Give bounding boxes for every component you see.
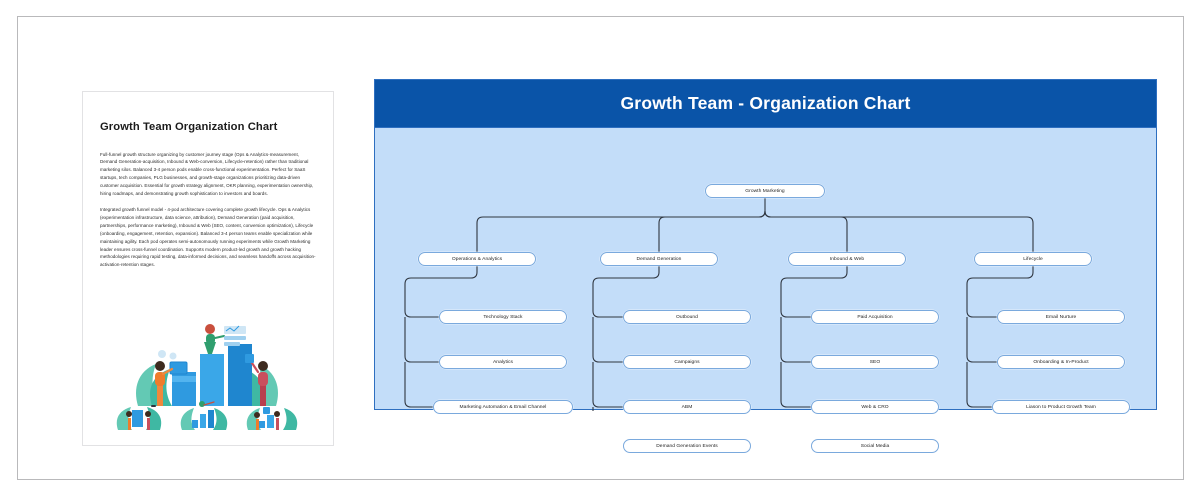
- document-paragraph-1: Full-funnel growth structure organizing …: [100, 151, 314, 196]
- org-node-paid-acquisition[interactable]: Paid Acquisition: [811, 310, 939, 324]
- org-node-analytics[interactable]: Analytics: [439, 355, 567, 369]
- document-paragraph-2: Integrated growth funnel model - 4-pod a…: [100, 207, 316, 268]
- org-chart-panel: Growth Team - Organization Chart: [374, 79, 1157, 453]
- document-title: Growth Team Organization Chart: [100, 121, 278, 133]
- org-node-lifecycle[interactable]: Lifecycle: [974, 252, 1092, 266]
- org-node-demand-generation-events[interactable]: Demand Generation Events: [623, 439, 751, 453]
- org-chart-connectors: [404, 198, 1034, 411]
- org-node-social-media[interactable]: Social Media: [811, 439, 939, 453]
- org-node-campaigns[interactable]: Campaigns: [623, 355, 751, 369]
- org-node-outbound[interactable]: Outbound: [623, 310, 751, 324]
- org-chart-body: Growth Marketing Operations & Analytics …: [375, 128, 1156, 453]
- org-chart-header: Growth Team - Organization Chart: [375, 80, 1156, 128]
- org-node-demand-generation[interactable]: Demand Generation: [600, 252, 718, 266]
- org-node-seo[interactable]: SEO: [811, 355, 939, 369]
- growth-illustration: [116, 324, 298, 430]
- org-node-operations-analytics[interactable]: Operations & Analytics: [418, 252, 536, 266]
- org-node-technology-stack[interactable]: Technology Stack: [439, 310, 567, 324]
- org-node-liason-product-growth-team[interactable]: Liason to Product Growth Team: [992, 400, 1130, 414]
- org-chart-title: Growth Team - Organization Chart: [620, 93, 911, 113]
- document-card: Growth Team Organization Chart Full-funn…: [82, 91, 334, 446]
- canvas-frame: Growth Team Organization Chart Full-funn…: [17, 16, 1184, 480]
- org-node-root[interactable]: Growth Marketing: [705, 184, 825, 198]
- org-node-inbound-web[interactable]: Inbound & Web: [788, 252, 906, 266]
- org-node-marketing-automation-email-channel[interactable]: Marketing Automation & Email Channel: [433, 400, 573, 414]
- org-node-email-nurture[interactable]: Email Nurture: [997, 310, 1125, 324]
- org-node-onboarding-in-product[interactable]: Onboarding & In-Product: [997, 355, 1125, 369]
- org-node-web-cro[interactable]: Web & CRO: [811, 400, 939, 414]
- org-node-abm[interactable]: ABM: [623, 400, 751, 414]
